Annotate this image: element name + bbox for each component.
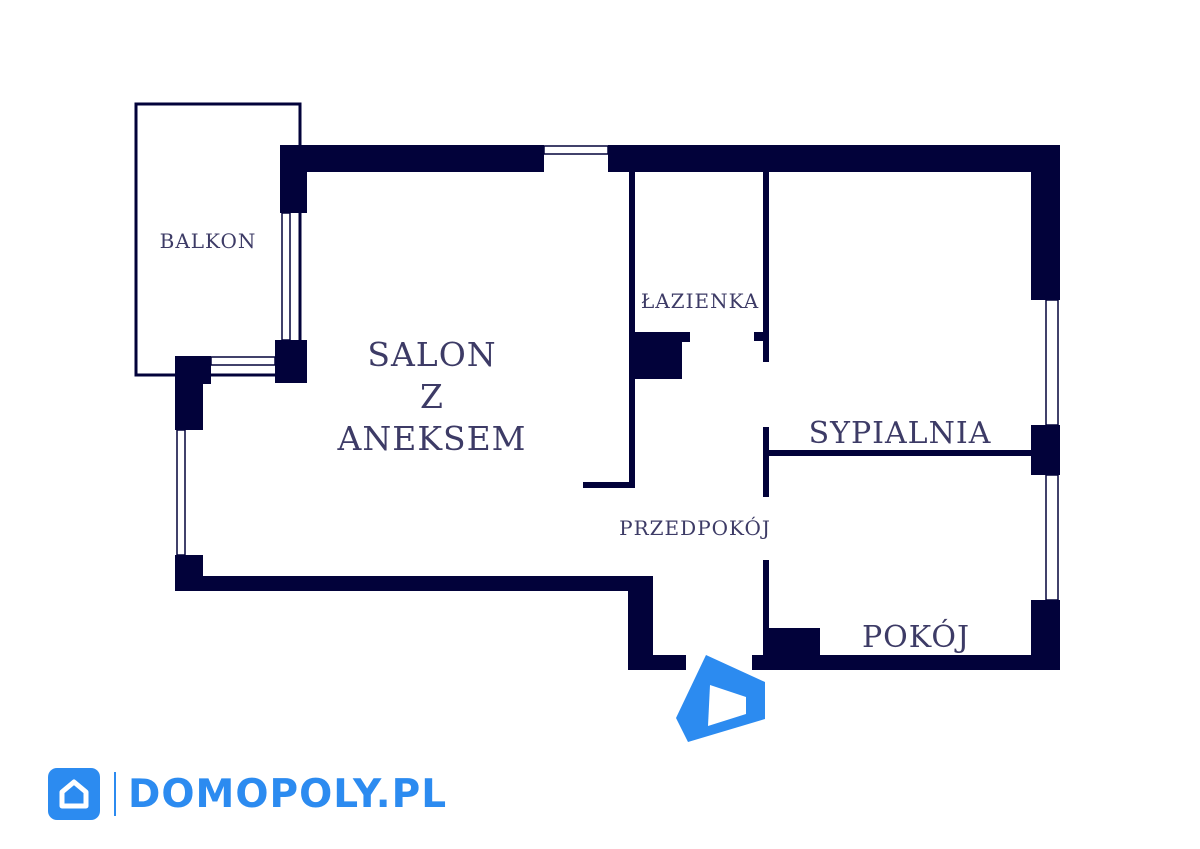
balcony xyxy=(134,102,302,377)
bathroom-label: ŁAZIENKA xyxy=(641,289,759,313)
balcony-label: BALKON xyxy=(160,229,257,253)
living-room-label-line1: SALON xyxy=(367,335,496,374)
brand-logo: DOMOPOLY.PL xyxy=(48,766,447,822)
living-room-label-line3: ANEKSEM xyxy=(337,419,527,458)
brand-divider xyxy=(114,772,116,816)
brand-name: DOMOPOLY.PL xyxy=(128,771,448,817)
bedroom-label: SYPIALNIA xyxy=(809,416,992,451)
house-logo-icon xyxy=(48,768,100,820)
walls xyxy=(175,145,1060,670)
windows xyxy=(176,145,1059,601)
room-label: POKÓJ xyxy=(862,619,970,655)
hallway-label: PRZEDPOKÓJ xyxy=(619,515,771,540)
living-room-label-line2: Z xyxy=(420,377,444,416)
entrance-marker xyxy=(676,655,765,742)
